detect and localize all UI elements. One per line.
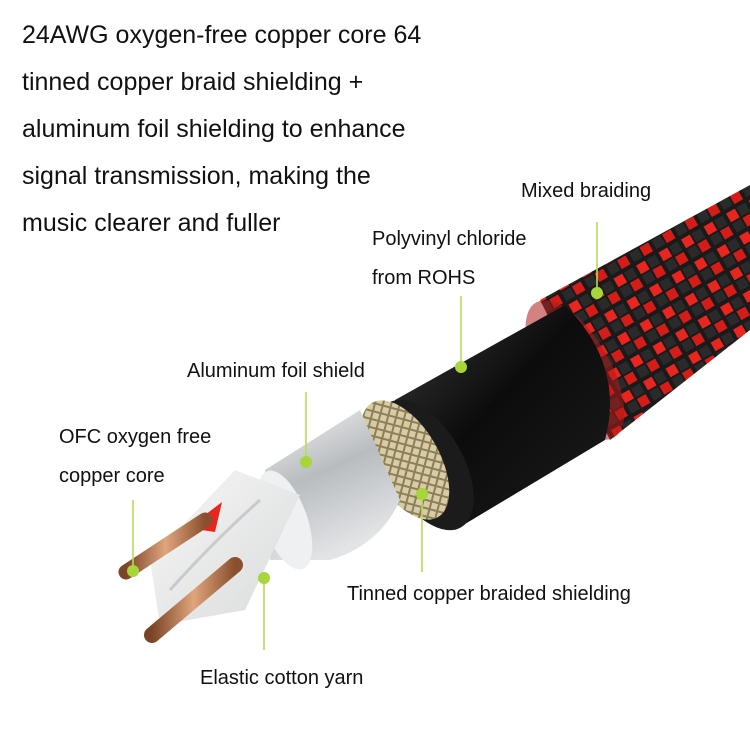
headline: 24AWG oxygen-free copper core 64 tinned … [22,12,502,247]
headline-line-2: tinned copper braid shielding + [22,68,364,96]
cotton-yarn-streak [168,498,261,592]
label-pvc-line-1: Polyvinyl chloride [372,228,527,250]
label-mixed-braiding-text: Mixed braiding [521,180,652,202]
headline-line-4: signal transmission, making the [22,162,371,190]
headline-line-5: music clearer and fuller [22,209,281,237]
marker-aluminum-foil [300,456,312,468]
label-tinned-braid-text: Tinned copper braided shielding [347,583,631,605]
label-tinned-braid: Tinned copper braided shielding [347,575,631,614]
label-ofc-line-1: OFC oxygen free [59,426,212,448]
marker-tinned-braid [416,488,428,500]
marker-ofc [127,565,139,577]
marker-pvc [455,361,467,373]
headline-line-3: aluminum foil shielding to enhance [22,115,406,143]
cotton-yarn-bundle [150,470,300,625]
label-pvc: Polyvinyl chloride from ROHS [372,220,527,298]
callout-leaders [132,222,598,650]
label-aluminum-foil-text: Aluminum foil shield [187,360,365,382]
label-cotton-yarn-text: Elastic cotton yarn [200,667,364,689]
headline-line-1: 24AWG oxygen-free copper core 64 [22,21,422,49]
label-cotton-yarn: Elastic cotton yarn [200,659,363,698]
copper-core-1 [118,512,213,580]
marker-mixed-braiding [591,287,603,299]
marker-cotton-yarn [258,572,270,584]
label-aluminum-foil: Aluminum foil shield [187,352,365,391]
label-mixed-braiding: Mixed braiding [521,172,651,211]
copper-core-2 [144,557,243,643]
label-ofc-line-2: copper core [59,465,165,487]
label-ofc: OFC oxygen free copper core [59,418,211,496]
callout-markers [127,287,603,584]
label-pvc-line-2: from ROHS [372,267,476,289]
tinned-braid-ring [360,400,450,520]
